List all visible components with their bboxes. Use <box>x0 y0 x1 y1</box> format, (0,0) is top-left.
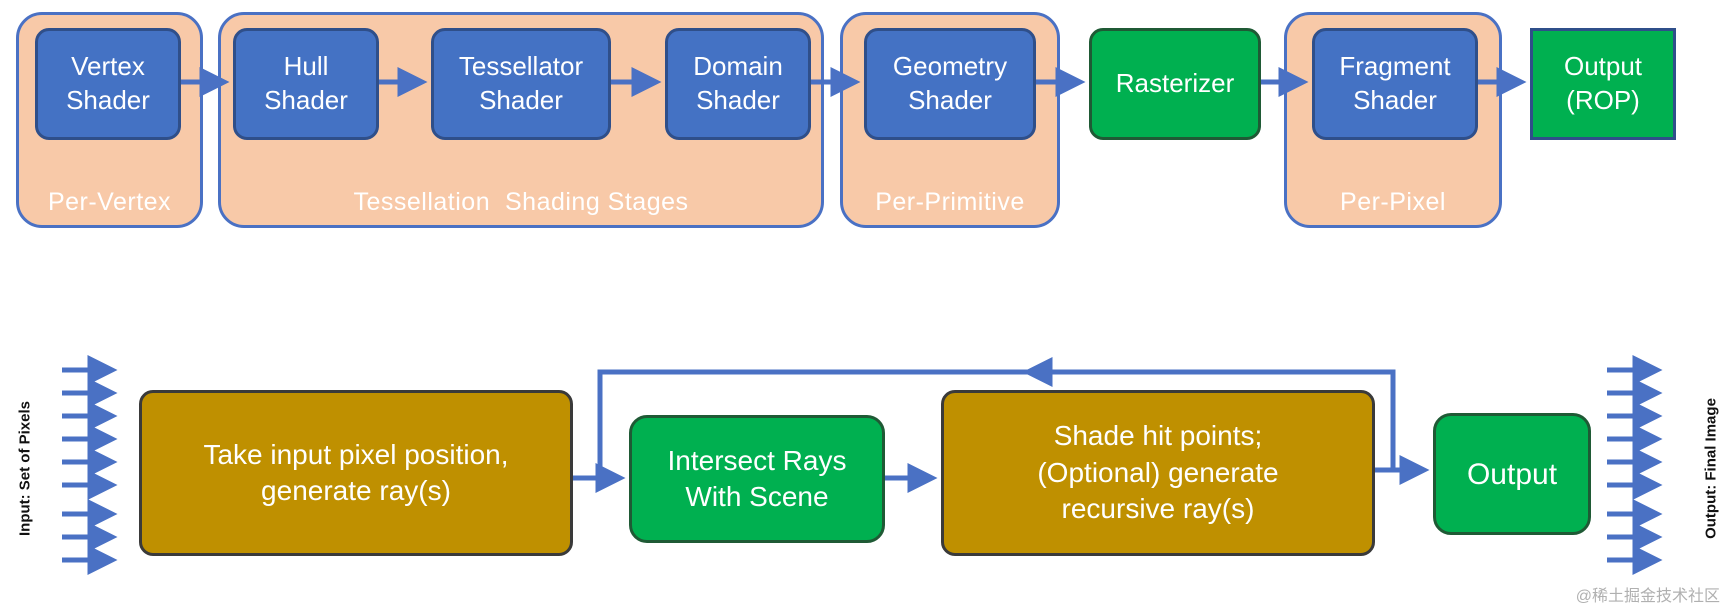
stage-rasterizer: Rasterizer <box>1089 28 1261 140</box>
stage-geometry-shader: Geometry Shader <box>864 28 1036 140</box>
group-label-per-pixel: Per-Pixel <box>1340 188 1446 216</box>
stage-fragment-shader: Fragment Shader <box>1312 28 1478 140</box>
step-generate-rays: Take input pixel position, generate ray(… <box>139 390 573 556</box>
group-label-per-primitive: Per-Primitive <box>875 188 1025 216</box>
group-label-per-vertex: Per-Vertex <box>47 188 172 216</box>
stage-tessellator-shader: Tessellator Shader <box>431 28 611 140</box>
stage-output-rop: Output (ROP) <box>1530 28 1676 140</box>
output-arrows <box>1607 355 1663 575</box>
arrow-recursive-ray-loop <box>597 369 1396 478</box>
input-arrows <box>62 355 118 575</box>
group-label-tessellation: Tessellation Shading Stages <box>353 188 689 216</box>
step-output: Output <box>1433 413 1591 535</box>
stage-domain-shader: Domain Shader <box>665 28 811 140</box>
watermark: @稀土掘金技术社区 <box>1575 588 1720 605</box>
stage-vertex-shader: Vertex Shader <box>35 28 181 140</box>
step-shade-hit-points: Shade hit points; (Optional) generate re… <box>941 390 1375 556</box>
step-intersect-rays: Intersect Rays With Scene <box>629 415 885 543</box>
stage-hull-shader: Hull Shader <box>233 28 379 140</box>
